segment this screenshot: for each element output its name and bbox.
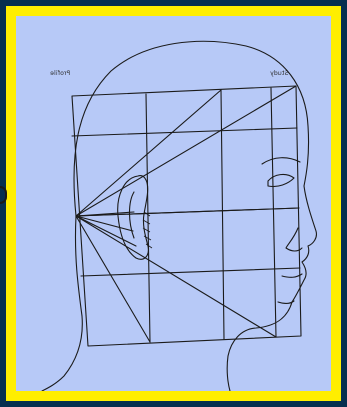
neck-back [42, 216, 82, 391]
head-proportion-drawing [16, 16, 331, 391]
diagonal-3 [76, 216, 276, 337]
diagonal-5 [76, 90, 221, 216]
diagonal-2 [76, 208, 299, 216]
image-canvas: Profile Study [16, 16, 331, 391]
diagonal-8 [76, 216, 133, 231]
eye [268, 174, 294, 186]
grid-line-v3 [271, 88, 276, 337]
grid-line-h3 [81, 268, 300, 276]
yellow-border: Profile Study [6, 6, 341, 401]
ear [118, 176, 149, 260]
grid-outline [72, 86, 301, 346]
brow [262, 158, 300, 164]
mouth [282, 274, 302, 277]
diagonal-1 [76, 86, 296, 216]
grid-line-h1 [72, 128, 297, 136]
grid-line-v2 [221, 90, 224, 339]
grid-line-v1 [146, 94, 150, 342]
